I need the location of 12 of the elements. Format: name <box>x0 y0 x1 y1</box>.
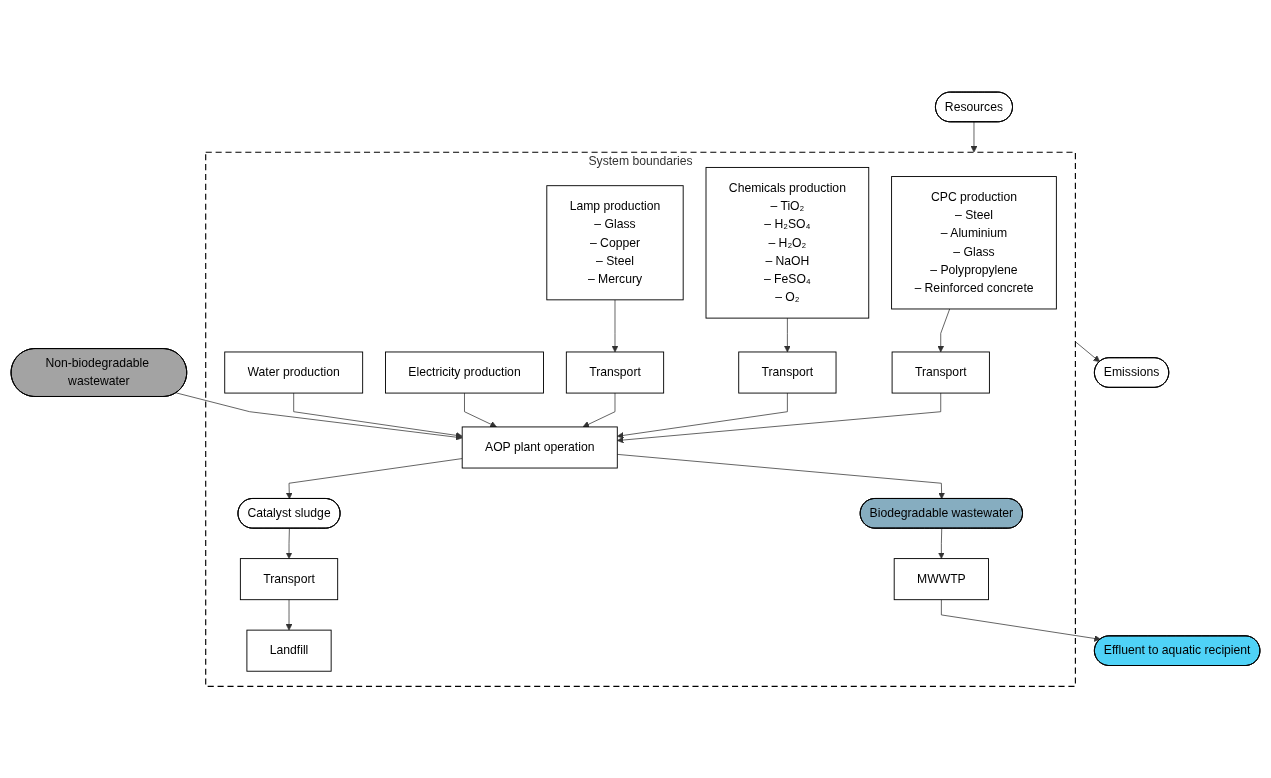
node-box: CPC production – Steel – Aluminium – Glass – Polypropylene – Reinforced concrete <box>891 175 1057 310</box>
node-box: Transport <box>891 351 990 394</box>
node-box: Lamp production – Glass – Copper – Steel – Mercury <box>546 184 684 301</box>
node-box: Landfill <box>246 629 332 672</box>
node-box: Transport <box>239 557 339 600</box>
node-box: Water production <box>224 351 364 394</box>
node-box: Electricity production <box>385 351 544 394</box>
node-box: Transport <box>565 351 665 394</box>
node-box: Transport <box>738 351 837 394</box>
node-box: AOP plant operation <box>461 426 618 469</box>
node-box: Chemicals production – TiO₂ – H₂SO₄ – H₂O₂ – NaOH – FeSO₄ – O₂ <box>705 166 870 319</box>
node-box: MWWTP <box>893 557 989 600</box>
